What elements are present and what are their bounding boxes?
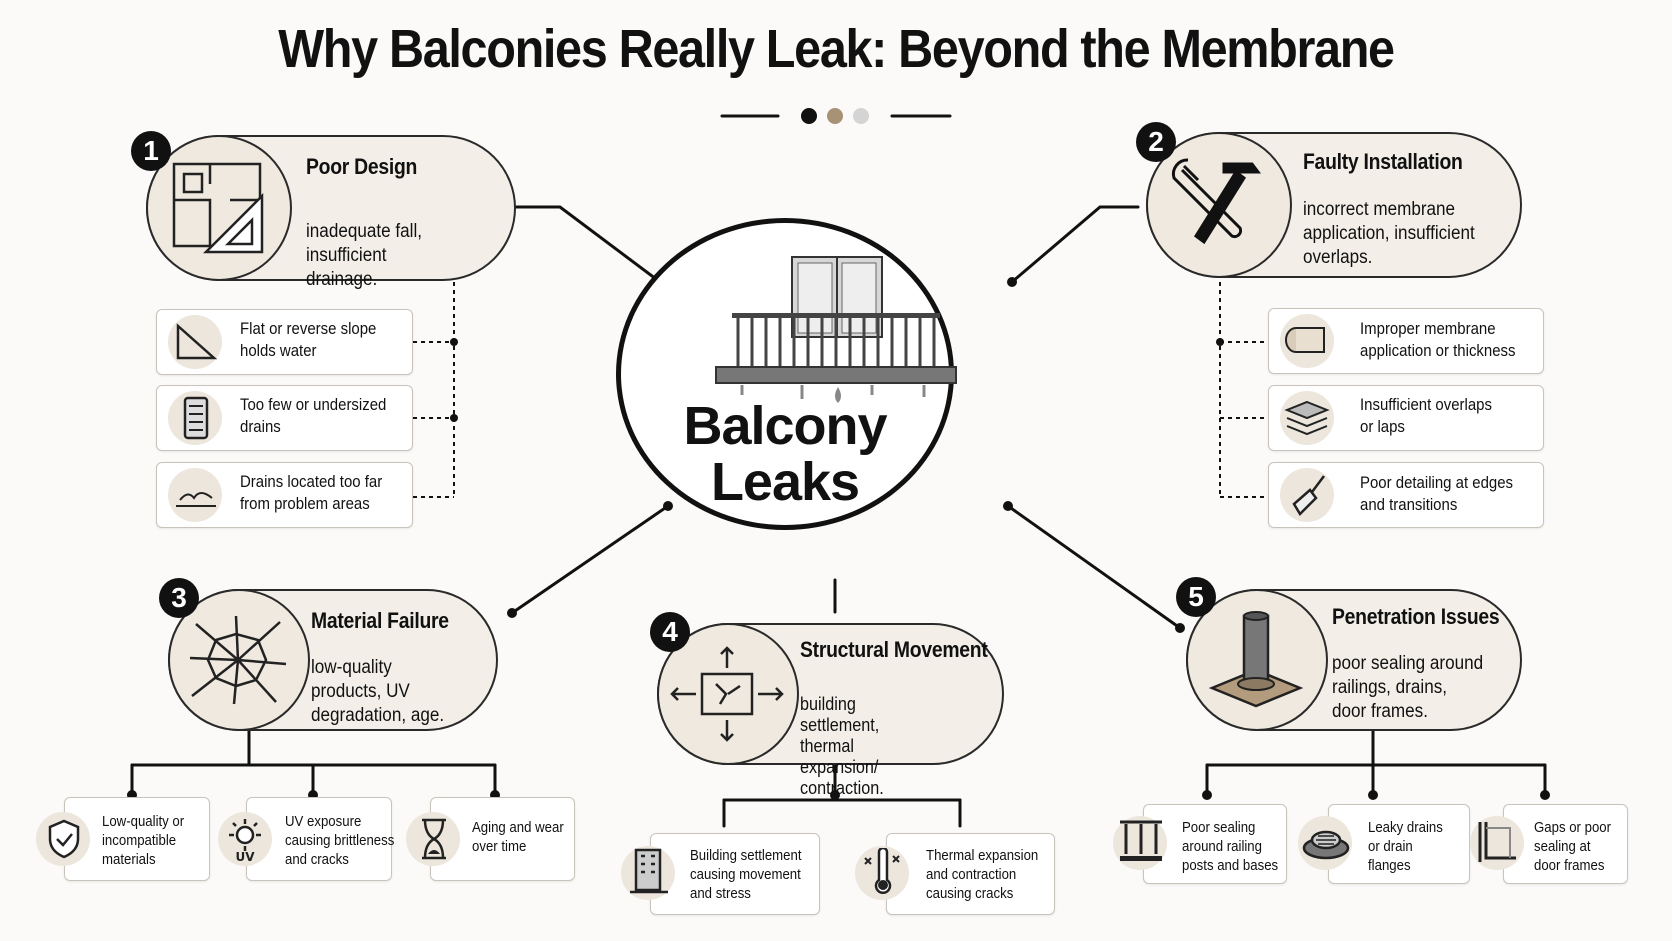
trowel-icon — [1292, 475, 1325, 517]
cause-4-number: 4 — [650, 612, 690, 652]
door-frame-icon — [1478, 822, 1516, 862]
uv-sun-icon: UV — [229, 819, 261, 863]
cause-4-description: building settlement, thermal expansion/ … — [800, 694, 884, 798]
divider-dot-grey — [853, 108, 869, 124]
cause-1-number: 1 — [131, 131, 171, 171]
cause-5-item-1 — [1143, 804, 1287, 884]
cause-3-item-1-text: Low-quality or incompatible materials — [102, 813, 185, 868]
cause-5-number: 5 — [1176, 577, 1216, 617]
drain-flange-icon — [1302, 830, 1350, 860]
cause-3-number: 3 — [159, 578, 199, 618]
building-icon — [630, 848, 668, 894]
cause-1-item-3-text: Drains located too far from problem area… — [240, 472, 383, 513]
cause-3-item-2-text: UV exposure causing brittleness and crac… — [285, 813, 395, 868]
railing-posts-icon — [1120, 820, 1162, 861]
cause-3-heading: Material Failure — [311, 608, 449, 633]
cause-5-item-2-text: Leaky drains or drain flanges — [1368, 819, 1443, 874]
tools-icon — [1171, 158, 1261, 245]
drain-icon — [183, 396, 209, 440]
cause-1-description: inadequate fall, insufficient drainage. — [306, 221, 423, 290]
center-title-line1: Balcony — [683, 396, 887, 456]
blueprint-icon — [172, 162, 264, 254]
divider-dot-black — [801, 108, 817, 124]
shield-check-icon — [48, 819, 80, 859]
cause-1-icon-disc — [146, 135, 292, 281]
cause-4-heading: Structural Movement — [800, 637, 988, 662]
cause-2-item-1-text: Improper membrane application or thickne… — [1360, 319, 1516, 360]
membrane-roll-icon — [1285, 327, 1325, 353]
cause-1-item-2-text: Too few or undersized drains — [240, 395, 387, 436]
cause-2-description: incorrect membrane application, insuffic… — [1303, 199, 1475, 268]
cause-5-description: poor sealing around railings, drains, do… — [1332, 653, 1484, 722]
slope-icon — [176, 323, 217, 360]
cause-4-item-1-text: Building settlement causing movement and… — [690, 847, 802, 902]
page-title: Why Balconies Really Leak: Beyond the Me… — [278, 19, 1395, 79]
cracked-glass-icon — [189, 615, 287, 705]
layers-icon — [1284, 400, 1330, 436]
cause-3-description: low-quality products, UV degradation, ag… — [311, 657, 445, 726]
cause-2-number: 2 — [1136, 122, 1176, 162]
cause-2-heading: Faulty Installation — [1303, 149, 1463, 174]
cause-4-item-2-text: Thermal expansion and contraction causin… — [926, 847, 1039, 902]
center-title-line2: Leaks — [710, 452, 860, 512]
cause-2-item-2-text: Insufficient overlaps or laps — [1360, 395, 1492, 436]
hourglass-icon — [422, 818, 446, 860]
divider-dot-tan — [827, 108, 843, 124]
cause-2-item-3-text: Poor detailing at edges and transitions — [1360, 473, 1514, 514]
movement-arrows-icon — [670, 646, 784, 742]
pipe-penetration-icon — [1208, 611, 1304, 708]
cause-4-item-1 — [650, 833, 820, 915]
cause-1-item-1-text: Flat or reverse slope holds water — [240, 319, 377, 360]
cause-3-item-3-text: Aging and wear over time — [472, 819, 564, 855]
cause-5-heading: Penetration Issues — [1332, 604, 1500, 629]
cause-5-item-3-text: Gaps or poor sealing at door frames — [1534, 819, 1612, 874]
svg-text:UV: UV — [235, 850, 255, 863]
balcony-icon — [715, 256, 957, 403]
cause-5-item-1-text: Poor sealing around railing posts and ba… — [1182, 819, 1279, 874]
thermometer-icon — [864, 848, 900, 894]
puddle-icon — [176, 492, 216, 507]
cause-1-heading: Poor Design — [306, 154, 418, 179]
cause-4-item-2 — [886, 833, 1055, 915]
center-title: Balcony Leaks — [616, 398, 954, 510]
